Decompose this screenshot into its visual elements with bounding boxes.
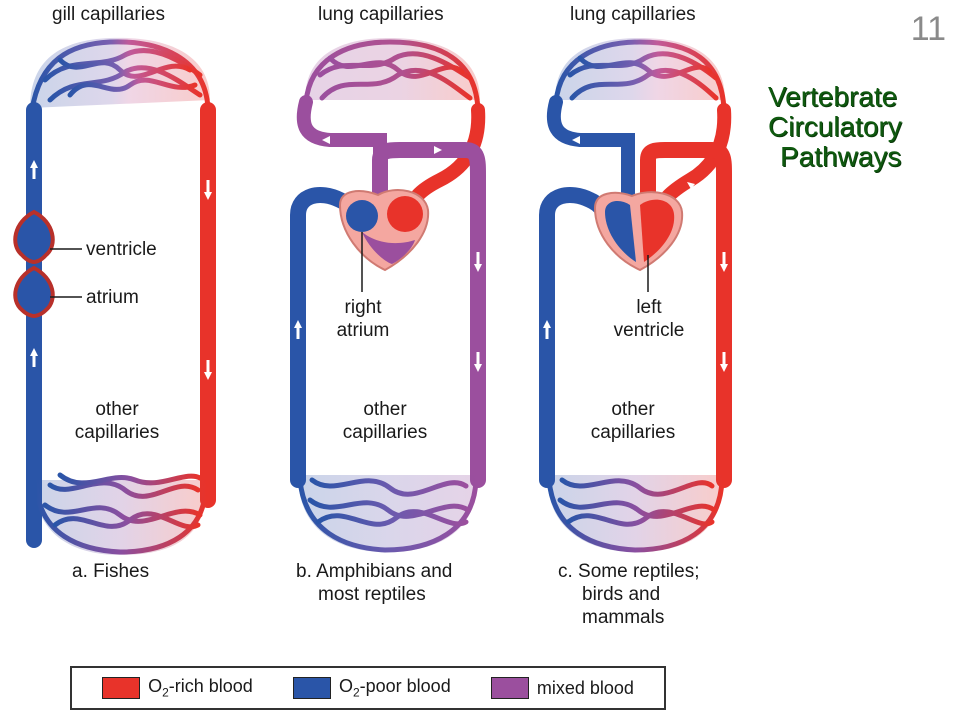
other-capillary-bed-c [546,475,725,553]
mammal-flow-arrows [543,136,728,372]
label-line: capillaries [74,422,160,443]
title-line: Circulatory [768,111,902,142]
label-left-ventricle: left ventricle [604,296,694,342]
label-line: left [636,297,662,318]
label-other-capillaries-a: other capillaries [62,398,172,444]
arrow-icon [687,182,695,189]
label-other-capillaries-b: other capillaries [330,398,440,444]
arrow-down-icon [720,364,728,372]
right-heart-c [605,200,636,262]
arrow-down-icon [474,364,482,372]
legend-swatch-mixed [490,677,529,699]
arrow-shaft [296,327,300,339]
label-line: capillaries [342,422,428,443]
fish-atrium [13,265,55,319]
label-lung-capillaries-b: lung capillaries [318,4,444,25]
lung-capillary-bed-c [553,38,727,113]
fish-ventricle [13,209,55,265]
caption-line: b. Amphibians and [296,561,453,582]
arrow-left-icon [322,136,330,144]
arrow-down-icon [474,264,482,272]
label-lung-capillaries-c: lung capillaries [570,4,696,25]
label-line: capillaries [590,422,676,443]
legend-swatch-o2-poor [292,677,331,699]
label-gill-capillaries: gill capillaries [52,4,165,25]
legend-label: O2-poor blood [338,676,451,700]
label-line: other [95,399,139,420]
arrow-left-icon [572,136,580,144]
right-atrium-b [346,200,378,232]
caption-line: most reptiles [318,584,426,605]
arrow-shaft [206,180,210,192]
panel-amphibians [290,38,486,553]
legend: O2-rich blood O2-poor blood mixed blood [70,666,666,710]
pulmonary-vein-b [296,95,388,187]
panel-mammals [539,38,732,553]
mammal-heart [593,191,684,272]
caption-line: birds and [582,584,661,605]
arrow-down-icon [204,372,212,380]
other-capillary-bed [33,472,209,555]
slide-number: 11 [910,10,946,48]
arrow-shaft [545,327,549,339]
label-ventricle: ventricle [86,239,157,260]
arrow-up-icon [294,320,302,328]
amphibian-heart [338,189,430,272]
label-line: ventricle [613,320,685,341]
gill-capillary-bed [29,37,211,113]
title-line: Pathways [780,141,902,172]
arrow-shaft [476,252,480,264]
caption-fishes: a. Fishes [72,561,150,582]
arrow-shaft [722,352,726,364]
label-line: other [363,399,407,420]
legend-item-o2-poor: O2-poor blood [292,676,451,700]
label-atrium: atrium [86,287,139,308]
ventricle-b [362,232,415,264]
label-line: atrium [336,320,390,341]
label-other-capillaries-c: other capillaries [578,398,688,444]
legend-item-mixed: mixed blood [490,677,634,699]
caption-amphibians: b. Amphibians and most reptiles [296,560,452,606]
other-capillary-bed-b [297,475,479,553]
arrow-shaft [476,352,480,364]
title-line: Vertebrate [768,81,898,112]
arrow-right-icon [434,146,442,154]
aorta-mixed-b [372,142,486,488]
arrow-up-icon [543,320,551,328]
amphibian-flow-arrows [294,136,482,372]
slide-title: Vertebrate Circulatory Pathways [768,82,902,172]
caption-line: mammals [582,607,665,628]
label-right-atrium: right atrium [328,296,398,342]
arrow-shaft [32,355,36,367]
panel-fishes [13,37,216,555]
left-heart-c [640,199,675,262]
label-line: right [344,297,382,318]
arrow-up-icon [30,348,38,356]
label-line: other [611,399,655,420]
arrow-shaft [206,360,210,372]
fish-flow-arrows [30,160,212,380]
lung-capillary-bed-b [303,38,481,113]
arrow-shaft [722,252,726,264]
caption-line: c. Some reptiles; [558,561,700,582]
legend-label: O2-rich blood [148,676,253,700]
caption-mammals: c. Some reptiles; birds and mammals [558,560,700,629]
arrow-up-icon [30,160,38,168]
arrow-down-icon [204,192,212,200]
legend-label: mixed blood [536,677,634,698]
arrow-shaft [32,167,36,179]
legend-swatch-o2-rich [102,677,141,699]
aorta-c [640,142,732,488]
left-atrium-b [387,196,423,232]
fish-heart [13,209,55,319]
arrow-down-icon [720,264,728,272]
legend-item-o2-rich: O2-rich blood [102,676,253,700]
